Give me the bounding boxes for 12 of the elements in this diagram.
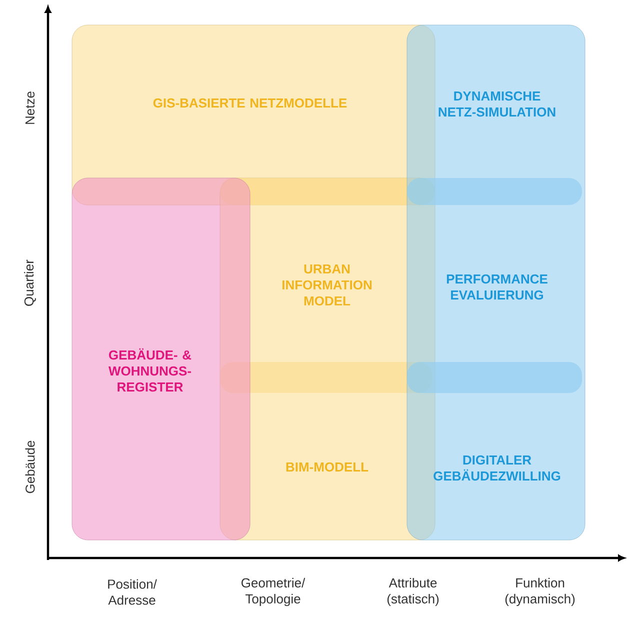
axis-label: Quartier	[24, 260, 36, 306]
axis-label: Gebäude	[25, 440, 35, 494]
region-box: GIS-BASIERTE NETZMODELLE	[72, 24, 436, 206]
axis-label: Funktion (dynamisch)	[505, 578, 575, 606]
axis-label: Geometrie/ Topologie	[242, 578, 306, 606]
axis-label: Position/ Adresse	[108, 579, 157, 605]
band	[407, 178, 582, 205]
axis-label: Attribute (statisch)	[387, 578, 439, 606]
axis-label: Netze	[25, 92, 35, 124]
column-box: DYNAMISCHE NETZ-SIMULATION PERFORMANCE EVALUIERUNG DIGITALER GEBÄUDEZWILLING	[406, 24, 586, 540]
column-box: GEBÄUDE- & WOHNUNGS-REGISTER	[72, 178, 250, 540]
band	[407, 362, 582, 393]
